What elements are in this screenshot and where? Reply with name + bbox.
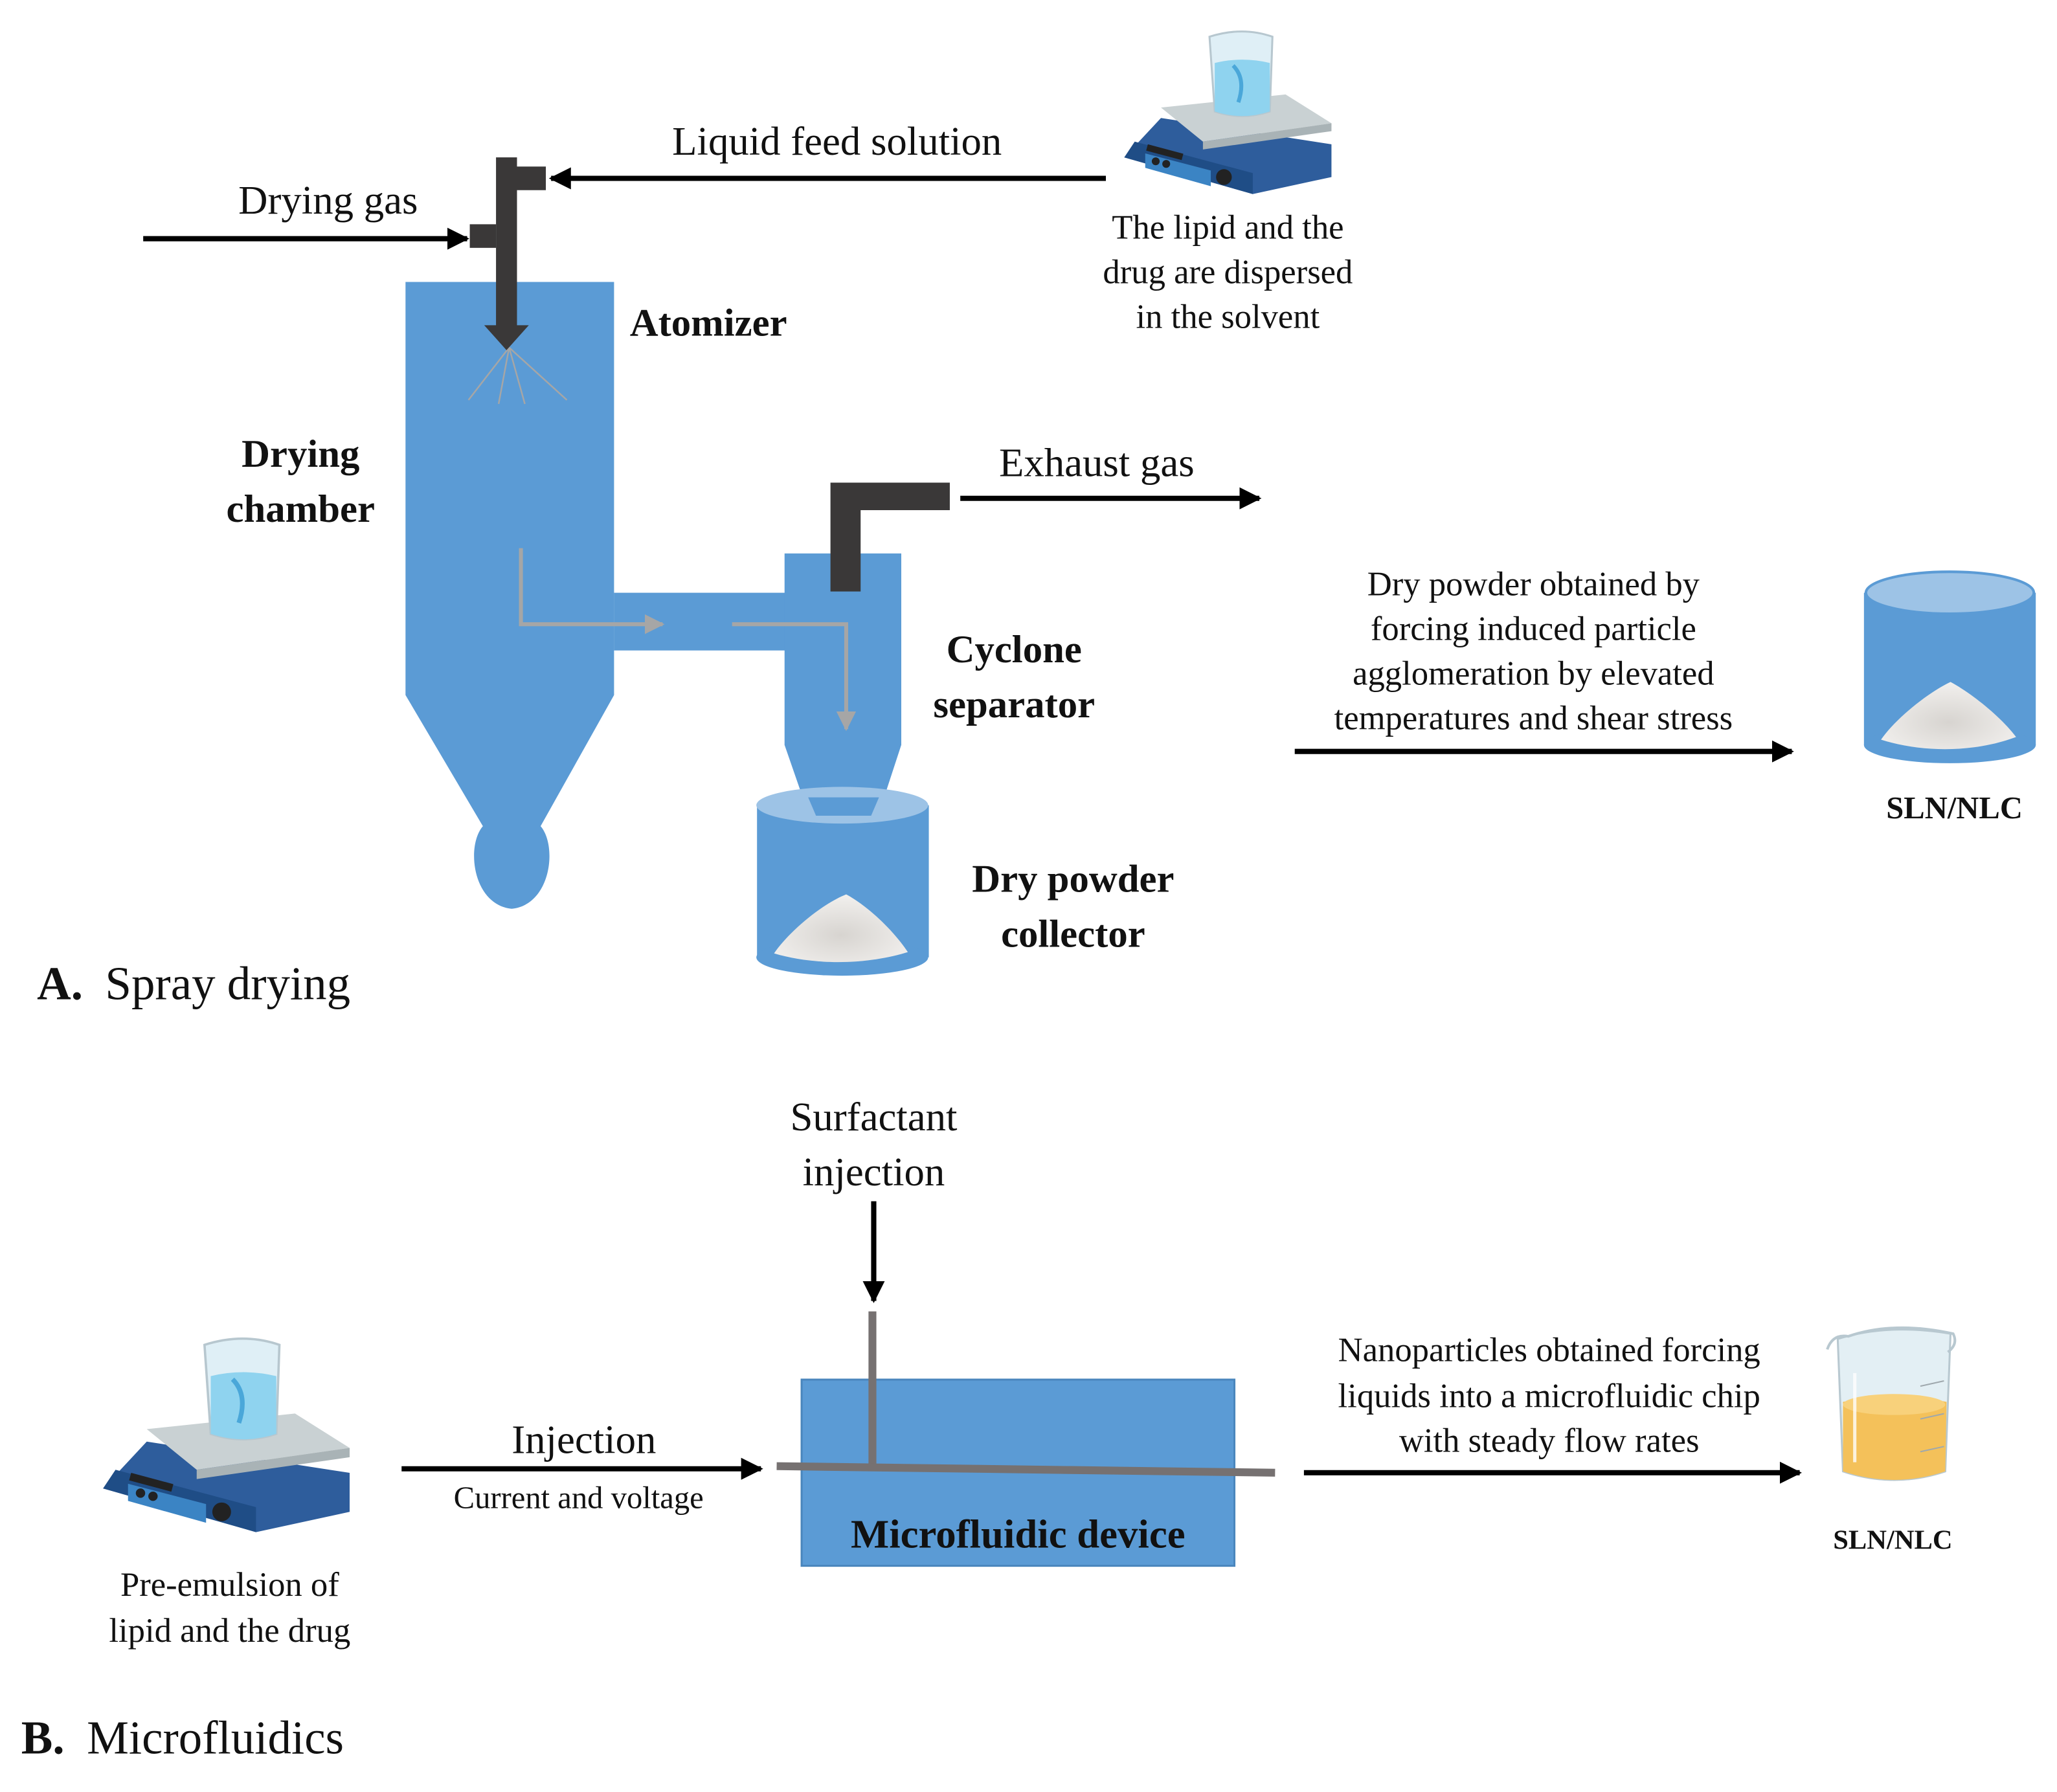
process-caption-a-line3: agglomeration by elevated bbox=[1353, 655, 1714, 692]
main-channel bbox=[776, 1462, 1276, 1477]
powder-pile-icon bbox=[774, 894, 908, 963]
drying-gas-label: Drying gas bbox=[238, 177, 418, 223]
drying-chamber bbox=[405, 282, 787, 909]
cyclone-label-line1: Cyclone bbox=[947, 628, 1082, 671]
dry-powder-collector bbox=[756, 787, 929, 976]
panel-b-title: B. Microfluidics bbox=[21, 1711, 344, 1764]
magnetic-stirrer-icon bbox=[1124, 30, 1332, 194]
panel-a-title: A. Spray drying bbox=[37, 958, 350, 1010]
cyclone-label-line2: separator bbox=[933, 683, 1095, 726]
atomizer-nozzle bbox=[469, 157, 546, 350]
stirrer-caption-b-line1: Pre-emulsion of bbox=[120, 1566, 339, 1604]
powder-pile-icon bbox=[1881, 682, 2016, 750]
flow-arrow-cyclone bbox=[732, 622, 857, 732]
drying-chamber-body bbox=[405, 282, 614, 909]
product-label-a: SLN/NLC bbox=[1886, 790, 2023, 825]
surfactant-label-line1: Surfactant bbox=[790, 1094, 958, 1139]
stirrer-caption-a-line1: The lipid and the bbox=[1112, 209, 1343, 247]
atomizer-label: Atomizer bbox=[630, 302, 787, 345]
panel-a-spray-drying: Drying gas Liquid feed solution Atomizer… bbox=[37, 30, 2036, 1010]
exhaust-pipe bbox=[830, 482, 950, 592]
stirrer-caption-a-line3: in the solvent bbox=[1136, 298, 1320, 335]
process-caption-b-line2: liquids into a microfluidic chip bbox=[1338, 1378, 1760, 1415]
panel-b-letter: B. bbox=[21, 1711, 65, 1764]
stirrer-caption-a-line2: drug are dispersed bbox=[1103, 254, 1353, 291]
collector-label-line2: collector bbox=[1001, 913, 1145, 956]
connecting-duct bbox=[614, 592, 787, 651]
panel-b-microfluidics: Surfactant injection Microfluidic device… bbox=[21, 1094, 1957, 1764]
current-voltage-label: Current and voltage bbox=[454, 1481, 704, 1516]
panel-a-letter: A. bbox=[37, 958, 83, 1010]
exhaust-gas-label: Exhaust gas bbox=[999, 440, 1195, 485]
panel-b-name: Microfluidics bbox=[87, 1711, 344, 1764]
drying-chamber-label-line2: chamber bbox=[227, 487, 375, 531]
stirrer-caption-b-line2: lipid and the drug bbox=[109, 1612, 350, 1650]
process-caption-a-line1: Dry powder obtained by bbox=[1367, 566, 1700, 603]
liquid-feed-label: Liquid feed solution bbox=[672, 118, 1002, 164]
process-caption-b-line1: Nanoparticles obtained forcing bbox=[1338, 1332, 1760, 1369]
drying-chamber-label-line1: Drying bbox=[242, 432, 359, 476]
process-caption-a-line4: temperatures and shear stress bbox=[1334, 699, 1733, 737]
panel-a-name: Spray drying bbox=[105, 958, 350, 1010]
process-caption-b-line3: with steady flow rates bbox=[1399, 1422, 1700, 1459]
magnetic-stirrer-icon bbox=[103, 1337, 350, 1532]
injection-label: Injection bbox=[511, 1417, 656, 1462]
microfluidic-device-label: Microfluidic device bbox=[851, 1511, 1186, 1556]
beaker-product-icon bbox=[1826, 1326, 1957, 1481]
collector-label-line1: Dry powder bbox=[972, 857, 1174, 901]
surfactant-label-line2: injection bbox=[803, 1149, 945, 1194]
process-caption-a-line2: forcing induced particle bbox=[1371, 610, 1696, 648]
product-label-b: SLN/NLC bbox=[1833, 1525, 1952, 1555]
flow-arrow-chamber bbox=[519, 548, 665, 634]
spray-pattern bbox=[467, 346, 568, 405]
product-container-powder bbox=[1863, 570, 2036, 763]
cyclone-separator bbox=[732, 553, 902, 813]
